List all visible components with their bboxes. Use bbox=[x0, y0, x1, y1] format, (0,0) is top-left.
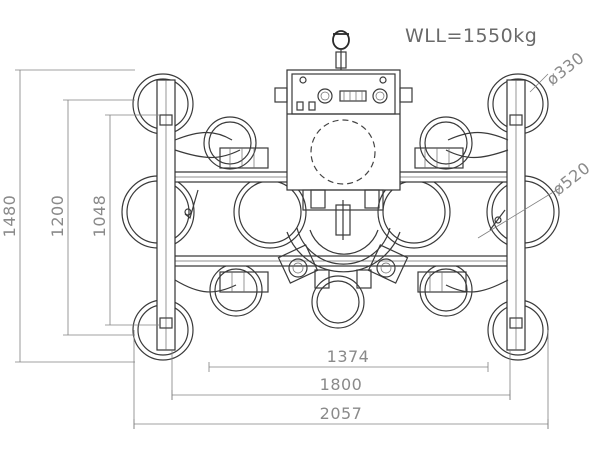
dim-small-pad-diameter: ø330 bbox=[543, 48, 588, 89]
control-housing bbox=[274, 69, 413, 191]
dim-inner-height: 1048 bbox=[90, 195, 109, 238]
dim-inner-width: 1374 bbox=[327, 347, 370, 366]
vertical-dimensions bbox=[15, 69, 160, 363]
valve-blocks bbox=[219, 147, 467, 293]
horizontal-dimensions bbox=[133, 330, 549, 429]
dim-frame-width: 1800 bbox=[320, 375, 363, 394]
dim-large-pad-diameter: ø520 bbox=[549, 158, 594, 199]
dim-overall-height: 1480 bbox=[0, 195, 19, 238]
dim-frame-height: 1200 bbox=[48, 195, 67, 238]
vacuum-hoses bbox=[174, 131, 509, 293]
lifting-eye bbox=[332, 30, 350, 70]
diameter-callouts bbox=[477, 73, 561, 239]
side-beams bbox=[156, 79, 526, 351]
rotator-assembly bbox=[277, 189, 409, 289]
dim-overall-width: 2057 bbox=[320, 404, 363, 423]
wll-label: WLL=1550kg bbox=[405, 25, 537, 47]
